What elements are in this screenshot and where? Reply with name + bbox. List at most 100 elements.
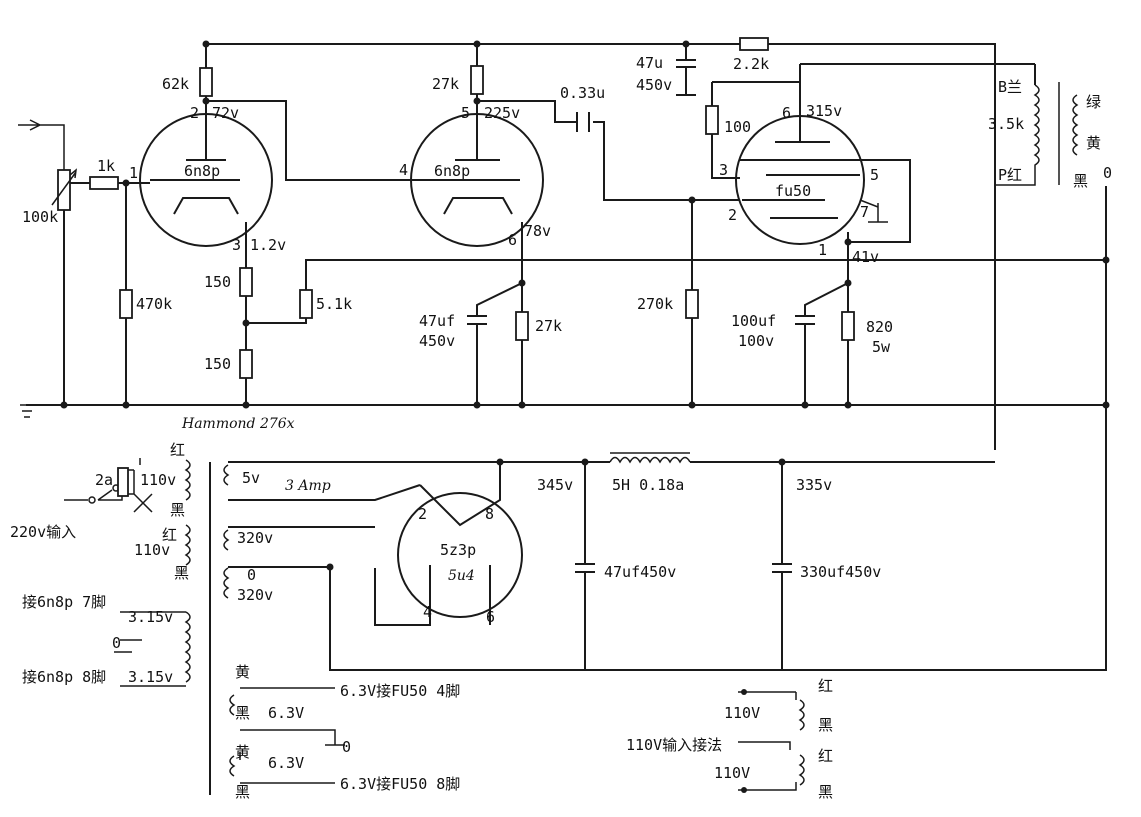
sec-5v-coil [223, 464, 230, 486]
label-330uf450v: 330uf450v [800, 563, 881, 581]
v3-pin5-loop [848, 159, 911, 243]
resistor-1k [89, 176, 119, 190]
ot-impedance: 3.5k [988, 115, 1024, 133]
rectifier-elements [374, 462, 501, 626]
label-5-1k: 5.1k [316, 295, 352, 313]
label-345v: 345v [537, 476, 573, 494]
label-150-upper: 150 [204, 273, 231, 291]
resistor-2-2k [739, 37, 769, 51]
junction [122, 401, 130, 409]
label-fu-yellow-b: 黄 [235, 743, 250, 761]
tube-v1-type: 6n8p [184, 162, 220, 180]
sec-hv-coil [223, 529, 230, 599]
label-270k: 270k [637, 295, 673, 313]
label-red-a: 红 [170, 441, 185, 459]
label-black-a: 黑 [170, 501, 185, 519]
label-black-b: 黑 [174, 564, 189, 582]
label-100: 100 [724, 118, 751, 136]
label-fu-6-3-a: 6.3V [268, 704, 304, 722]
mains-110-coils [798, 699, 805, 786]
pot-100k [57, 169, 71, 211]
fu-heater-a-leads [239, 687, 345, 760]
ot-sec-black: 黑 [1073, 172, 1088, 190]
junction [242, 401, 250, 409]
v1-plate-voltage: 72v [212, 104, 239, 122]
heater-6n8p-coil [184, 611, 191, 683]
v3-pin1: 1 [818, 241, 827, 259]
label-320v-b: 320v [237, 586, 273, 604]
rect-pin8: 8 [485, 505, 494, 523]
junction [1102, 256, 1110, 264]
label-220v-input: 220v输入 [10, 523, 76, 541]
v3-screen-wire [711, 81, 800, 179]
label-fu-black-a: 黑 [235, 704, 250, 722]
label-150-lower: 150 [204, 355, 231, 373]
v2-pin5: 5 [461, 104, 470, 122]
label-820-watt: 5w [872, 338, 891, 356]
resistor-270k [685, 289, 699, 319]
label-470k: 470k [136, 295, 172, 313]
label-choke: 5H 0.18a [612, 476, 684, 494]
junction [801, 401, 809, 409]
label-3-15v-a: 3.15v [128, 608, 173, 626]
label-mains-red-b: 红 [818, 747, 833, 765]
sec-5v-wires [228, 461, 500, 501]
label-110v-method: 110V输入接法 [626, 736, 722, 754]
label-47u: 47u [636, 54, 663, 72]
ot-sec-yellow: 黄 [1086, 134, 1101, 152]
label-1k: 1k [97, 157, 115, 175]
resistor-27k-plate [470, 65, 484, 95]
label-47uf-voltage: 450v [419, 332, 455, 350]
v2-cathode-voltage: 78v [524, 222, 551, 240]
v3-plate-voltage: 315v [806, 102, 842, 120]
switch-contact-a [88, 496, 96, 504]
label-red-b: 红 [162, 526, 177, 544]
amp-note: 3 Amp [285, 478, 331, 494]
v1-pin1: 1 [129, 164, 138, 182]
label-0-33u: 0.33u [560, 84, 605, 102]
label-fu-note-b: 6.3V接FU50 8脚 [340, 775, 460, 793]
label-110v-upper: 110V [724, 704, 760, 722]
tube-rectifier [397, 492, 523, 618]
rect-pin4: 4 [423, 603, 432, 621]
cap-47u [676, 44, 696, 96]
choke-coil [609, 456, 691, 464]
ot-sec-zero: 0 [1103, 164, 1112, 182]
resistor-27k-cathode [515, 311, 529, 341]
v3-pin6: 6 [782, 104, 791, 122]
v1-v2-coupling-wire [206, 100, 420, 181]
label-47uf450v: 47uf450v [604, 563, 676, 581]
pot-wiper-arrow [51, 168, 77, 206]
ot-secondary-coil [1072, 94, 1079, 156]
v3-cathode-voltage: 41v [852, 248, 879, 266]
resistor-62k [199, 67, 213, 97]
junction [326, 563, 334, 571]
junction [741, 787, 747, 793]
fu-heater-a-coil [229, 694, 236, 716]
rect-pin6: 6 [486, 608, 495, 626]
ground-symbol [20, 404, 34, 418]
label-mains-black-a: 黑 [818, 716, 833, 734]
resistor-150-lower [239, 349, 253, 379]
label-100k: 100k [22, 208, 58, 226]
label-110v-b: 110v [134, 541, 170, 559]
junction [60, 401, 68, 409]
ot-primary-coil [995, 84, 1040, 186]
label-62k: 62k [162, 75, 189, 93]
v1-pin2: 2 [190, 104, 199, 122]
tube-v2-type: 6n8p [434, 162, 470, 180]
cap-47uf450v [575, 462, 595, 670]
v2-pin4: 4 [399, 161, 408, 179]
label-fu-yellow-a: 黄 [235, 663, 250, 681]
v3-pin5: 5 [870, 166, 879, 184]
label-heater-zero: 0 [112, 634, 121, 652]
resistor-820 [841, 311, 855, 341]
label-fuse: 2a [95, 471, 113, 489]
label-110v-a: 110v [140, 471, 176, 489]
resistor-5-1k [299, 289, 313, 319]
junction [688, 401, 696, 409]
input-jack [18, 119, 65, 170]
v1-pin3: 3 [232, 236, 241, 254]
label-fu-note-a: 6.3V接FU50 4脚 [340, 682, 460, 700]
